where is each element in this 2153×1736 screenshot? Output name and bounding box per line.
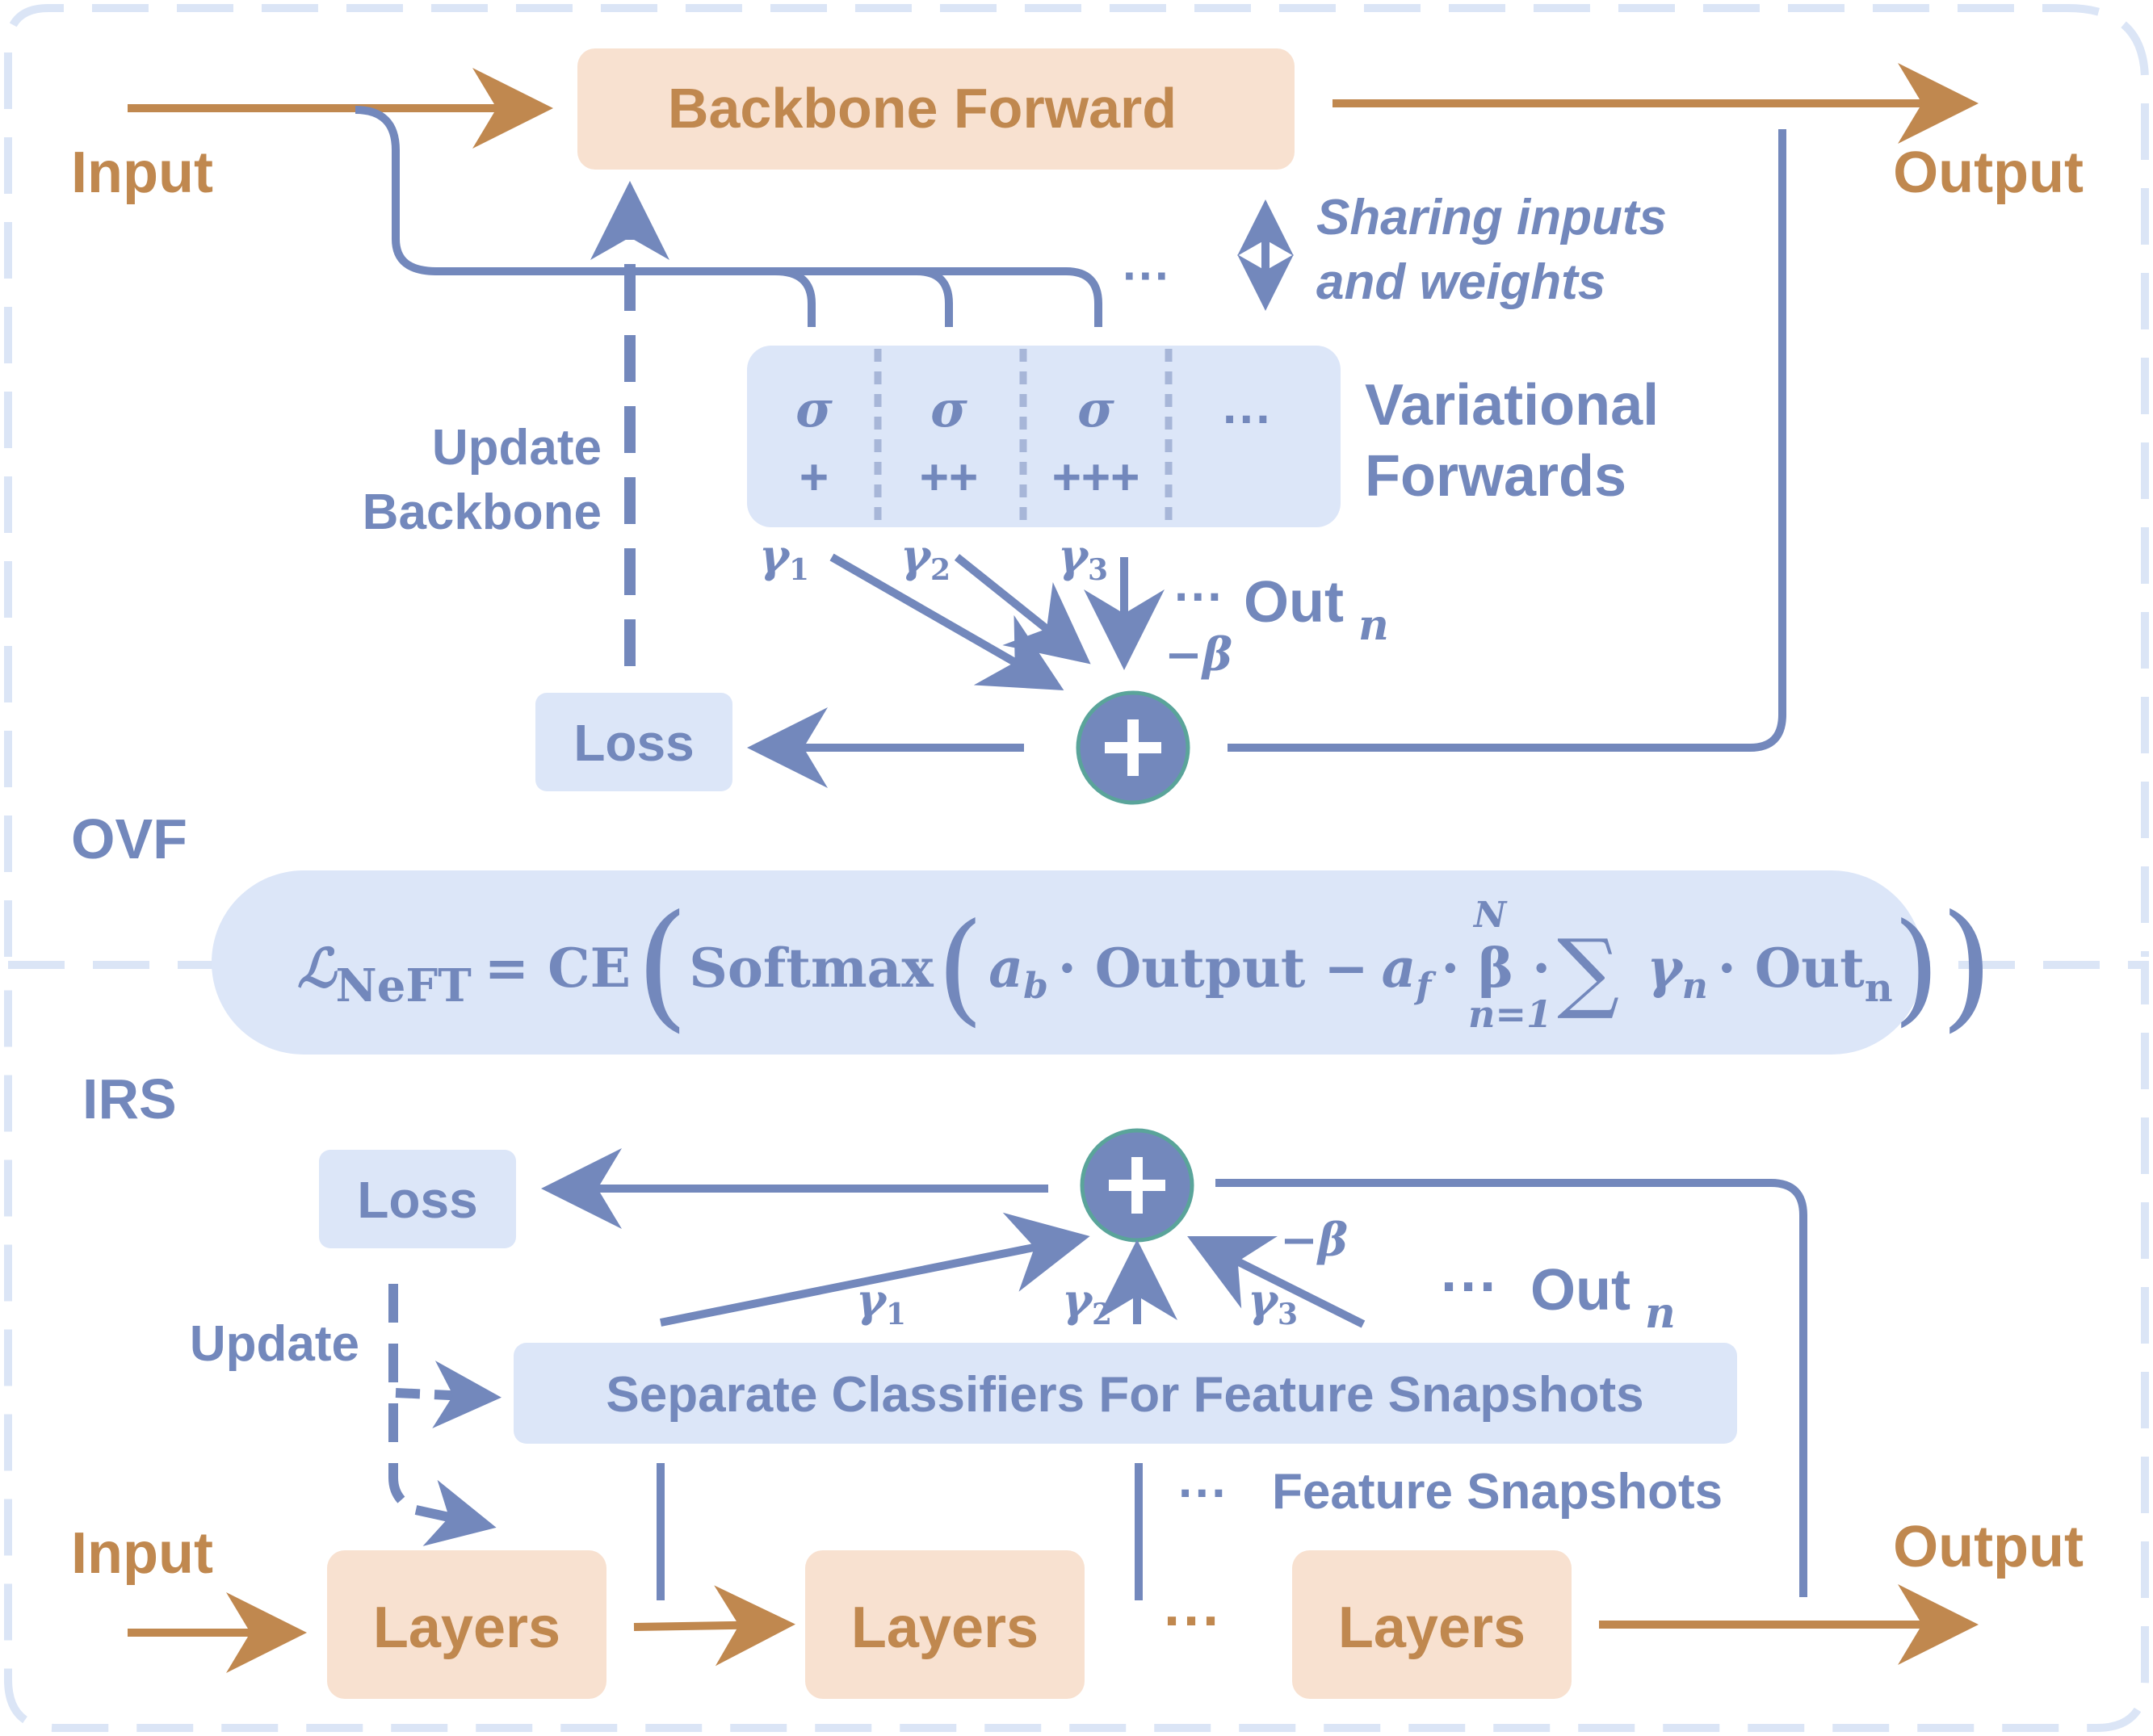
update-backbone-line2: Backbone <box>363 484 602 540</box>
layers-box-1: Layers <box>327 1550 606 1699</box>
update-classifiers-arrow <box>395 1361 502 1429</box>
ovf-section-label: OVF <box>71 807 187 870</box>
snapshot-dots: ··· <box>1178 1466 1228 1521</box>
cell-2-ops: ++ <box>920 450 978 505</box>
irs-update-label: Update <box>190 1316 359 1372</box>
svg-text:γ2: γ2 <box>1062 1274 1112 1331</box>
svg-text:γ3: γ3 <box>1058 530 1108 587</box>
ovf-minus-beta: −β <box>1165 628 1232 681</box>
variational-forwards-box: σ + σ ++ σ +++ ··· <box>747 346 1341 527</box>
feature-snapshots-label: Feature Snapshots <box>1272 1464 1723 1520</box>
sharing-label-line1: Sharing inputs <box>1316 190 1667 245</box>
irs-gamma1-arrow <box>660 1212 1090 1327</box>
shared-input-line <box>355 106 1102 327</box>
variational-label-line2: Forwards <box>1365 444 1626 509</box>
cell-3-ops: +++ <box>1052 450 1140 505</box>
sharing-label-line2: and weights <box>1316 254 1605 310</box>
irs-update-line <box>388 1284 418 1515</box>
svg-text:γ1: γ1 <box>856 1274 906 1331</box>
layers-ellipsis: ··· <box>1164 1589 1222 1654</box>
circle-plus-icon <box>1076 690 1190 805</box>
paren-open-1: ( <box>636 886 689 1046</box>
ovf-section-border <box>4 4 2149 957</box>
svg-text:γ1: γ1 <box>759 530 809 587</box>
paren-close-2: ) <box>1893 898 1941 1038</box>
formula-text: ℒNeFT= CE(Softmax(ab· Output −af· β ·∑γn… <box>297 886 1993 1046</box>
variational-label-line1: Variational <box>1365 373 1659 438</box>
ovf-input-label: Input <box>71 140 213 205</box>
irs-gamma2-label: γ2 <box>1062 1274 1112 1331</box>
sum-lower-limit: n=1 <box>1468 992 1552 1036</box>
separate-classifiers-box: Separate Classifiers For Feature Snapsho… <box>514 1343 1737 1444</box>
irs-output-feedback-line <box>1215 1179 1807 1597</box>
layers-box-3: Layers <box>1292 1550 1572 1699</box>
irs-section-border <box>4 961 2149 1732</box>
irs-minus-beta: −β <box>1280 1214 1348 1267</box>
ovf-output-label: Output <box>1893 140 2084 205</box>
irs-section-label: IRS <box>82 1067 177 1130</box>
circle-plus-icon <box>1080 1128 1194 1243</box>
irs-gamma1-label: γ1 <box>856 1274 906 1331</box>
gamma3-label: γ3 <box>1058 530 1108 587</box>
backbone-forward-label: Backbone Forward <box>668 77 1177 140</box>
paren-open-2: ( <box>937 898 984 1038</box>
irs-input-label: Input <box>71 1521 213 1586</box>
cell-1-sigma: σ <box>795 379 833 438</box>
gamma2-label: γ2 <box>900 530 951 587</box>
cell-3-sigma: σ <box>1077 379 1114 438</box>
svg-text:γ3: γ3 <box>1248 1274 1298 1331</box>
gamma1-label: γ1 <box>759 530 809 587</box>
branch-line-1 <box>774 267 816 327</box>
ovf-loss-box: Loss <box>535 693 732 791</box>
branch-ellipsis: ··· <box>1123 249 1171 303</box>
update-backbone-line1: Update <box>432 420 602 476</box>
cell-1-ops: + <box>800 450 829 505</box>
ovf-out-dots: ··· <box>1174 569 1224 625</box>
layers-box-2: Layers <box>805 1550 1085 1699</box>
sum-upper-limit: N <box>1472 895 1508 936</box>
paren-close-1: ) <box>1940 886 1993 1046</box>
gamma2-arrow <box>954 554 1091 665</box>
svg-text:Outn: Outn <box>1530 1258 1676 1338</box>
svg-text:γ2: γ2 <box>900 530 951 587</box>
ovf-loss-label: Loss <box>573 714 694 772</box>
layers-label-3: Layers <box>1338 1596 1526 1660</box>
irs-gamma3-label: γ3 <box>1248 1274 1298 1331</box>
layers-label-1: Layers <box>373 1596 560 1660</box>
cell-4-ellipsis: ··· <box>1223 392 1273 447</box>
output-feedback-line <box>1228 129 1786 752</box>
separate-classifiers-label: Separate Classifiers For Feature Snapsho… <box>606 1367 1643 1423</box>
branch-line-2 <box>916 267 953 327</box>
cell-2-sigma: σ <box>930 379 967 438</box>
irs-output-label: Output <box>1893 1515 2084 1579</box>
irs-loss-label: Loss <box>357 1171 477 1229</box>
svg-text:Outn: Outn <box>1244 570 1389 650</box>
irs-out-dots: ··· <box>1441 1255 1499 1319</box>
irs-loss-box: Loss <box>319 1150 516 1248</box>
layers-label-2: Layers <box>851 1596 1039 1660</box>
backbone-forward-box: Backbone Forward <box>577 48 1295 170</box>
irs-gamma3-arrow <box>1187 1236 1366 1328</box>
layers-arrow-1 <box>633 1585 795 1667</box>
formula-pill: ℒNeFT= CE(Softmax(ab· Output −af· β ·∑γn… <box>212 870 1993 1055</box>
update-layers-arrow <box>414 1479 497 1546</box>
